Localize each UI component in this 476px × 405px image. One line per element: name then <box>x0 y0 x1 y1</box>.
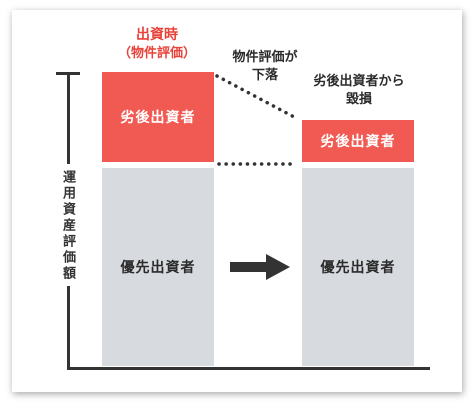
left-junior-block: 劣後出資者 <box>102 72 214 162</box>
right-senior-block: 優先出資者 <box>302 168 414 366</box>
left-junior-label: 劣後出資者 <box>120 110 196 126</box>
right-header-line2: 毀損 <box>345 92 372 107</box>
baseline <box>67 367 430 370</box>
axis-line-upper <box>67 72 70 164</box>
right-arrow-icon <box>230 254 290 280</box>
left-header-line2: （物件評価） <box>117 46 196 61</box>
axis-line-lower <box>67 286 70 370</box>
right-header-line1: 劣後出資者から <box>313 74 405 89</box>
axis-label: 運用資産評価額 <box>60 170 75 282</box>
left-header-line1: 出資時 <box>136 27 178 43</box>
left-senior-block: 優先出資者 <box>102 168 214 366</box>
diagram-card: 運用資産評価額 出資時 （物件評価） 劣後出資者 優先出資者 物件評価が 下落 … <box>12 10 462 392</box>
right-junior-label: 劣後出資者 <box>320 134 396 150</box>
middle-note-line1: 物件評価が <box>232 50 298 65</box>
right-junior-block: 劣後出資者 <box>302 120 414 162</box>
right-senior-label: 優先出資者 <box>320 260 396 276</box>
left-senior-label: 優先出資者 <box>120 260 196 276</box>
